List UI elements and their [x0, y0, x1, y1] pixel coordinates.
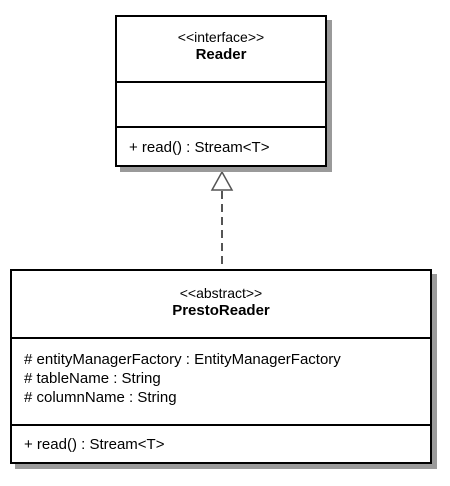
presto-reader-attribute-column-name: # columnName : String — [24, 389, 177, 406]
presto-reader-class-box[interactable]: <<abstract>> PrestoReader # entityManage… — [10, 269, 432, 464]
reader-attributes-compartment — [117, 81, 325, 126]
presto-reader-attribute-entity-manager-factory: # entityManagerFactory : EntityManagerFa… — [24, 351, 341, 368]
reader-class-name: Reader — [195, 46, 247, 63]
presto-reader-operation-read: + read() : Stream<T> — [24, 436, 165, 453]
realization-arrowhead — [210, 170, 234, 191]
presto-reader-class-name: PrestoReader — [172, 302, 270, 319]
reader-class-box[interactable]: <<interface>> Reader + read() : Stream<T… — [115, 15, 327, 167]
presto-reader-attributes-compartment: # entityManagerFactory : EntityManagerFa… — [12, 337, 430, 424]
reader-stereotype: <<interface>> — [177, 29, 265, 45]
presto-reader-stereotype: <<abstract>> — [179, 285, 263, 301]
presto-reader-operations-compartment: + read() : Stream<T> — [12, 424, 430, 462]
presto-reader-header: <<abstract>> PrestoReader — [12, 271, 430, 337]
reader-header: <<interface>> Reader — [117, 17, 325, 81]
reader-operation-read: + read() : Stream<T> — [129, 139, 270, 156]
presto-reader-attribute-table-name: # tableName : String — [24, 370, 161, 387]
reader-operations-compartment: + read() : Stream<T> — [117, 126, 325, 165]
